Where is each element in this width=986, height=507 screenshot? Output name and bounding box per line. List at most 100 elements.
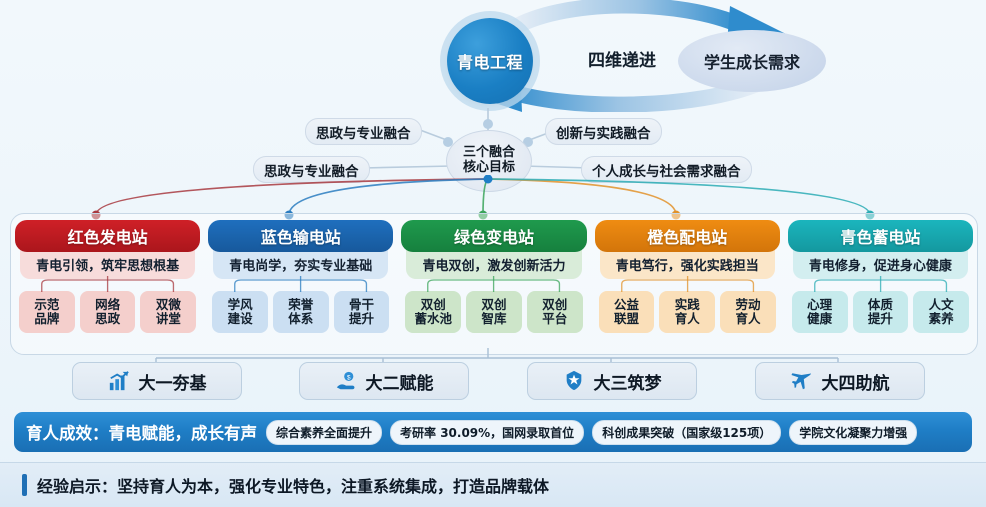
station-item-line2: 品牌 [34, 311, 60, 326]
station-item-line2: 提升 [867, 311, 893, 326]
station-item-line2: 平台 [542, 311, 568, 326]
outcome-banner: 育人成效：青电赋能，成长有声 综合素养全面提升考研率 30.09%，国网录取首位… [14, 412, 972, 452]
lesson-bar: 经验启示：坚持育人为本，强化专业特色，注重系统集成，打造品牌载体 [0, 462, 986, 507]
student-need-ellipse[interactable]: 学生成长需求 [678, 30, 826, 92]
station-title: 蓝色输电站 [208, 220, 394, 252]
station-item-line1: 骨干 [349, 296, 375, 312]
station-item-line2: 联盟 [613, 311, 639, 326]
station-title: 绿色变电站 [401, 220, 587, 252]
stations-row: 红色发电站青电引领，筑牢思想根基示范品牌网络思政双微讲堂蓝色输电站青电尚学，夯实… [11, 214, 977, 354]
station-item-line1: 双微 [155, 296, 181, 312]
station-item-line1: 荣誉 [288, 296, 314, 312]
year-stage-card[interactable]: 大三筑梦 [527, 362, 697, 400]
station-item[interactable]: 体质提升 [852, 291, 909, 333]
station-item[interactable]: 双创智库 [466, 291, 522, 333]
station-items: 示范品牌网络思政双微讲堂 [15, 291, 200, 333]
svg-text:$: $ [346, 375, 350, 382]
top-cycle-section: 青电工程 四维递进 学生成长需求 [0, 0, 986, 112]
station-item[interactable]: 实践育人 [659, 291, 716, 333]
station-item-line2: 育人 [674, 311, 700, 326]
outcome-badge[interactable]: 学院文化凝聚力增强 [789, 419, 918, 445]
station-card[interactable]: 青色蓄电站青电修身，促进身心健康心理健康体质提升人文素养 [787, 220, 974, 354]
core-goal-hub[interactable]: 三个融合 核心目标 [446, 130, 532, 192]
year-stage-row: 大一夯基 $ 大二赋能 大三筑梦 大四助航 [0, 362, 986, 402]
year-stage-card[interactable]: $ 大二赋能 [299, 362, 469, 400]
station-item-line2: 提升 [349, 311, 375, 326]
outcome-badge[interactable]: 考研率 30.09%，国网录取首位 [390, 419, 585, 445]
student-need-label: 学生成长需求 [703, 53, 800, 72]
hub-to-station-connectors [91, 175, 875, 220]
station-item-line2: 健康 [807, 311, 833, 326]
station-item-line1: 体质 [867, 296, 893, 312]
station-item[interactable]: 劳动育人 [720, 291, 776, 333]
station-item[interactable]: 双创平台 [526, 291, 583, 333]
station-item-line2: 思政 [95, 311, 121, 326]
core-goal-line2: 核心目标 [462, 160, 515, 175]
year-stage-card[interactable]: 大四助航 [755, 362, 925, 400]
fusion-pill-top-right[interactable]: 创新与实践融合 [545, 118, 662, 145]
station-items: 公益联盟实践育人劳动育人 [595, 291, 780, 333]
station-item-line2: 育人 [735, 311, 761, 326]
station-title: 青色蓄电站 [787, 220, 974, 252]
station-item-line2: 体系 [288, 311, 314, 326]
station-item[interactable]: 荣誉体系 [272, 291, 329, 333]
year-stage-label: 大二赋能 [365, 373, 434, 394]
station-items: 双创蓄水池双创智库双创平台 [401, 291, 586, 333]
station-brace-icon [813, 276, 947, 292]
station-title: 红色发电站 [15, 220, 201, 252]
station-card[interactable]: 红色发电站青电引领，筑牢思想根基示范品牌网络思政双微讲堂 [15, 220, 201, 354]
station-brace-icon [41, 276, 175, 292]
station-brace-icon [620, 276, 754, 292]
station-item[interactable]: 人文素养 [913, 291, 970, 333]
station-item[interactable]: 学风建设 [212, 291, 268, 333]
station-item-line1: 公益 [613, 296, 639, 312]
station-item-line1: 示范 [34, 296, 60, 312]
cycle-progression-label: 四维递进 [588, 51, 656, 71]
station-item-line2: 智库 [481, 311, 507, 326]
outcome-badge[interactable]: 科创成果突破（国家级125项） [592, 419, 782, 445]
station-item-line1: 心理 [807, 296, 833, 312]
hand-coin-icon: $ [335, 370, 357, 392]
outcome-badge[interactable]: 综合素养全面提升 [266, 419, 383, 445]
stations-panel: 红色发电站青电引领，筑牢思想根基示范品牌网络思政双微讲堂蓝色输电站青电尚学，夯实… [10, 213, 978, 355]
station-brace-icon [234, 276, 368, 292]
station-card[interactable]: 橙色配电站青电笃行，强化实践担当公益联盟实践育人劳动育人 [594, 220, 780, 354]
station-brace-icon [427, 276, 561, 292]
station-item-line1: 双创 [481, 296, 507, 312]
station-item-line1: 双创 [542, 296, 568, 312]
station-item-line2: 讲堂 [155, 311, 181, 326]
core-program-label: 青电工程 [456, 53, 523, 72]
station-item-line2: 素养 [928, 311, 954, 326]
station-item-line2: 建设 [227, 311, 253, 326]
station-item-line2: 蓄水池 [414, 311, 453, 326]
year-stage-card[interactable]: 大一夯基 [72, 362, 242, 400]
medal-badge-icon [563, 370, 585, 392]
station-item-line1: 人文 [928, 296, 954, 312]
station-item-line1: 双创 [420, 296, 446, 312]
year-stage-label: 大四助航 [821, 373, 890, 394]
core-program-circle[interactable]: 青电工程 [447, 18, 533, 104]
station-item-line1: 网络 [95, 296, 121, 312]
station-item-line1: 学风 [227, 296, 253, 312]
station-card[interactable]: 绿色变电站青电双创，激发创新活力双创蓄水池双创智库双创平台 [401, 220, 587, 354]
accent-tick-icon [22, 474, 27, 496]
fusion-pill-top-left[interactable]: 思政与专业融合 [305, 118, 422, 145]
station-item[interactable]: 心理健康 [791, 291, 848, 333]
station-item[interactable]: 示范品牌 [19, 291, 75, 333]
outcome-badges: 综合素养全面提升考研率 30.09%，国网录取首位科创成果突破（国家级125项）… [266, 419, 918, 445]
station-item[interactable]: 骨干提升 [333, 291, 390, 333]
station-title: 橙色配电站 [594, 220, 780, 252]
airplane-icon [790, 370, 813, 392]
bar-chart-growth-icon [108, 370, 130, 392]
station-item[interactable]: 双微讲堂 [140, 291, 197, 333]
station-item[interactable]: 双创蓄水池 [405, 291, 462, 333]
station-card[interactable]: 蓝色输电站青电尚学，夯实专业基础学风建设荣誉体系骨干提升 [208, 220, 394, 354]
outcome-title: 育人成效：青电赋能，成长有声 [26, 424, 257, 443]
year-stage-label: 大一夯基 [138, 373, 207, 394]
station-items: 心理健康体质提升人文素养 [788, 291, 973, 333]
station-items: 学风建设荣誉体系骨干提升 [208, 291, 393, 333]
station-item-line1: 实践 [674, 296, 700, 312]
station-item[interactable]: 公益联盟 [598, 291, 655, 333]
station-item[interactable]: 网络思政 [79, 291, 136, 333]
